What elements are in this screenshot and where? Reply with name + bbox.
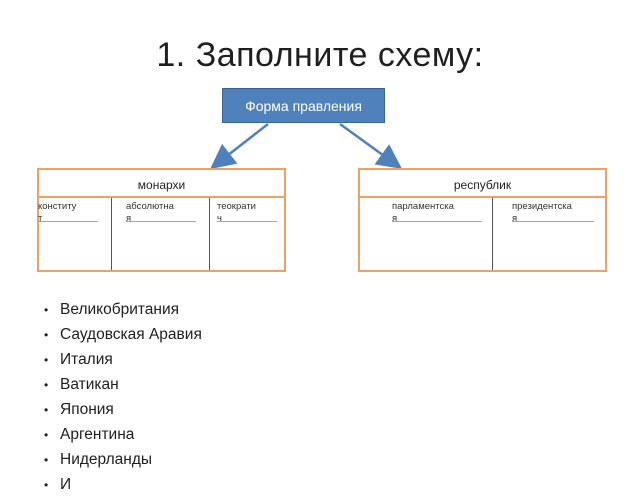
list-item: • Япония [44,400,202,425]
monarchy-cell-label-line1: конститу [38,201,77,212]
monarchy-cell-constitutional: конститу т [38,198,111,270]
bullet-icon: • [44,303,49,317]
country-name: Аргентина [60,426,135,443]
country-name: Нидерланды [60,451,153,468]
republic-cell-label-line2: я [392,213,398,224]
country-name: Великобритания [60,301,180,318]
bullet-icon: • [44,328,49,342]
slide-title: 1. Заполните схему: [156,36,484,74]
monarchy-header: монархи я [39,170,284,198]
republic-cell-label-line2: я [512,213,518,224]
monarchy-cell-label-line2: т [38,213,43,224]
monarchy-cell-label-line1: теократи [217,201,256,212]
monarchy-divider [111,198,112,270]
bullet-icon: • [44,453,49,467]
list-item: • Ватикан [44,375,202,400]
bullet-icon: • [44,428,49,442]
list-item: • Саудовская Аравия [44,325,202,350]
monarchy-header-line1: монархи [137,178,186,192]
republic-cell-label-line1: парламентска [392,201,454,212]
republic-cell-presidential: президентска я [492,198,605,270]
republic-table: республик и парламентска я президентска … [358,168,607,272]
arrow-to-republic [339,122,403,169]
country-list: • Великобритания • Саудовская Аравия • Итал… [44,300,202,500]
monarchy-header-line2: я [158,192,165,196]
list-item: •И [44,475,202,500]
bullet-icon: • [44,353,49,367]
monarchy-cell-absolute: абсолютна я [111,198,209,270]
republic-header-line1: республик [453,178,512,192]
country-name: Саудовская Аравия [60,326,202,343]
republic-cell-label-line1: президентска [512,201,572,212]
monarchy-divider [209,198,210,270]
bullet-icon: • [44,478,49,492]
republic-divider [492,198,493,270]
list-item: • Нидерланды [44,450,202,475]
root-node-government-form: Форма правления [222,88,385,123]
monarchy-cell-label-line2: ч [217,213,222,224]
bullet-icon: • [44,403,49,417]
list-item: • Аргентина [44,425,202,450]
list-item: • Италия [44,350,202,375]
republic-header: республик и [360,170,605,198]
republic-cell-parliamentary: парламентска я [360,198,492,270]
bullet-icon: • [44,378,49,392]
country-name: Ватикан [60,376,119,393]
monarchy-cell-theocratic: теократи ч [209,198,284,270]
diagram-arrows [210,122,403,170]
country-name: И [60,476,72,493]
list-item: • Великобритания [44,300,202,325]
republic-header-line2: и [479,192,486,196]
country-name: Япония [60,401,114,418]
monarchy-table: монархи я конститу т абсолютна я теократ… [37,168,286,272]
monarchy-cell-label-line2: я [126,213,132,224]
country-name: Италия [60,351,113,368]
arrow-to-monarchy [210,123,269,170]
monarchy-cell-label-line1: абсолютна [126,201,174,212]
